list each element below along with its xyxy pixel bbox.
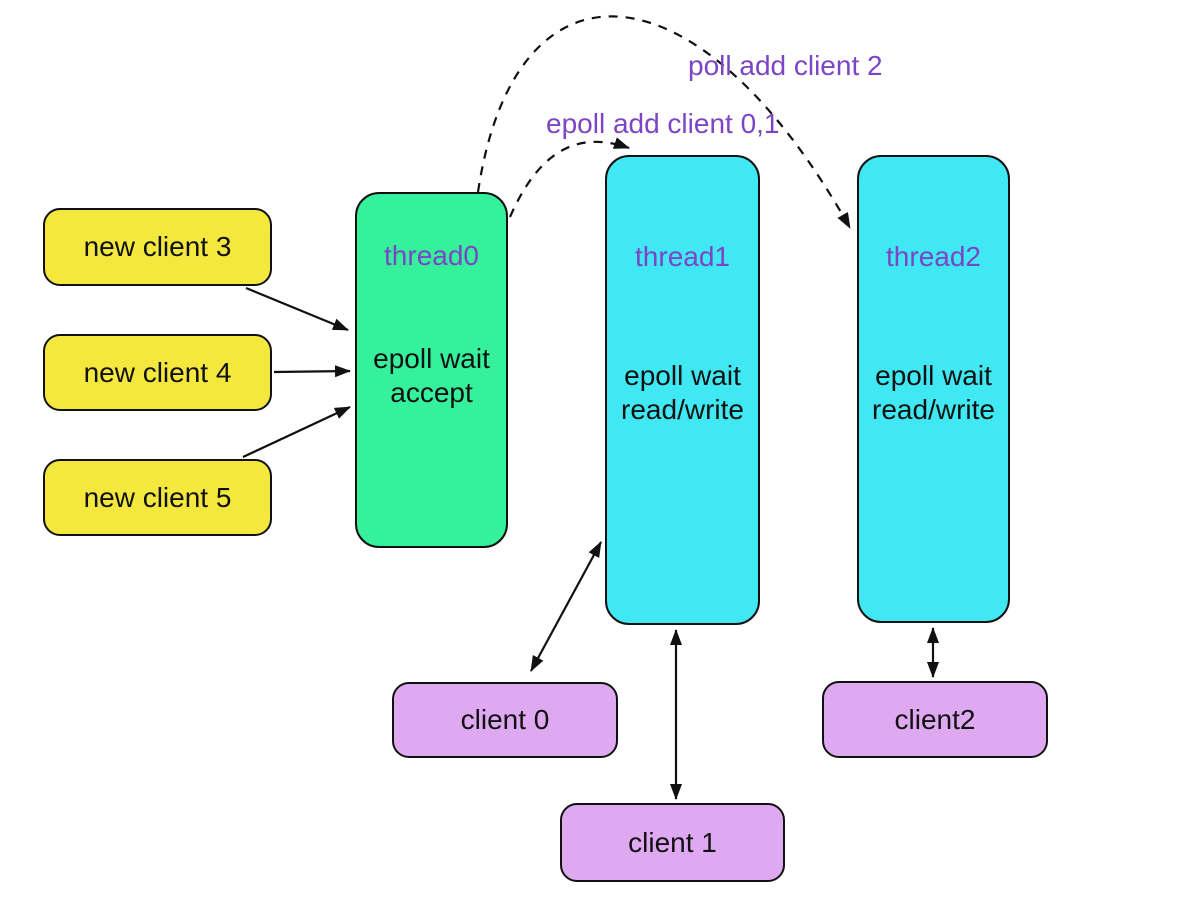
thread-body: epoll wait read/write bbox=[607, 359, 758, 427]
dashed-arrow-thread0-to-thread1 bbox=[508, 137, 630, 218]
edge-label-poll-add-client-2: poll add client 2 bbox=[688, 50, 883, 81]
node-new-client-4: new client 4 bbox=[43, 334, 272, 411]
edge-label-epoll-add-client-0-1: epoll add client 0,1 bbox=[546, 108, 780, 139]
thread-title: thread0 bbox=[384, 240, 479, 271]
node-new-client-3: new client 3 bbox=[43, 208, 272, 286]
node-label: client 1 bbox=[628, 826, 717, 858]
thread-body-line2: accept bbox=[390, 377, 473, 408]
thread-title: thread1 bbox=[635, 241, 730, 272]
node-label: new client 5 bbox=[83, 481, 232, 513]
arrow-thread1-client0 bbox=[530, 541, 602, 672]
node-thread0: thread0 epoll wait accept bbox=[355, 192, 508, 548]
thread-body-line1: epoll wait bbox=[875, 360, 992, 391]
thread-body-line1: epoll wait bbox=[624, 360, 741, 391]
node-client-1: client 1 bbox=[560, 803, 785, 882]
node-thread1: thread1 epoll wait read/write bbox=[605, 155, 760, 625]
arrow-newclient3-to-thread0 bbox=[245, 286, 349, 332]
node-label: new client 3 bbox=[83, 231, 232, 262]
thread-body: epoll wait read/write bbox=[859, 359, 1008, 427]
arrow-newclient4-to-thread0 bbox=[273, 365, 351, 378]
node-client-2: client2 bbox=[822, 681, 1048, 758]
node-client-0: client 0 bbox=[392, 682, 618, 758]
arrow-newclient5-to-thread0 bbox=[242, 406, 351, 458]
node-label: client 0 bbox=[460, 704, 550, 735]
thread-body-line2: read/write bbox=[621, 394, 744, 425]
dashed-arrow-thread0-to-thread2 bbox=[476, 15, 851, 229]
thread-title: thread2 bbox=[886, 241, 981, 272]
node-thread2: thread2 epoll wait read/write bbox=[857, 155, 1010, 623]
thread-body: epoll wait accept bbox=[357, 342, 506, 410]
node-label: new client 4 bbox=[83, 356, 232, 388]
thread-body-line2: read/write bbox=[872, 394, 995, 425]
thread-body-line1: epoll wait bbox=[373, 343, 490, 374]
node-label: client2 bbox=[894, 703, 976, 735]
node-new-client-5: new client 5 bbox=[43, 459, 272, 536]
